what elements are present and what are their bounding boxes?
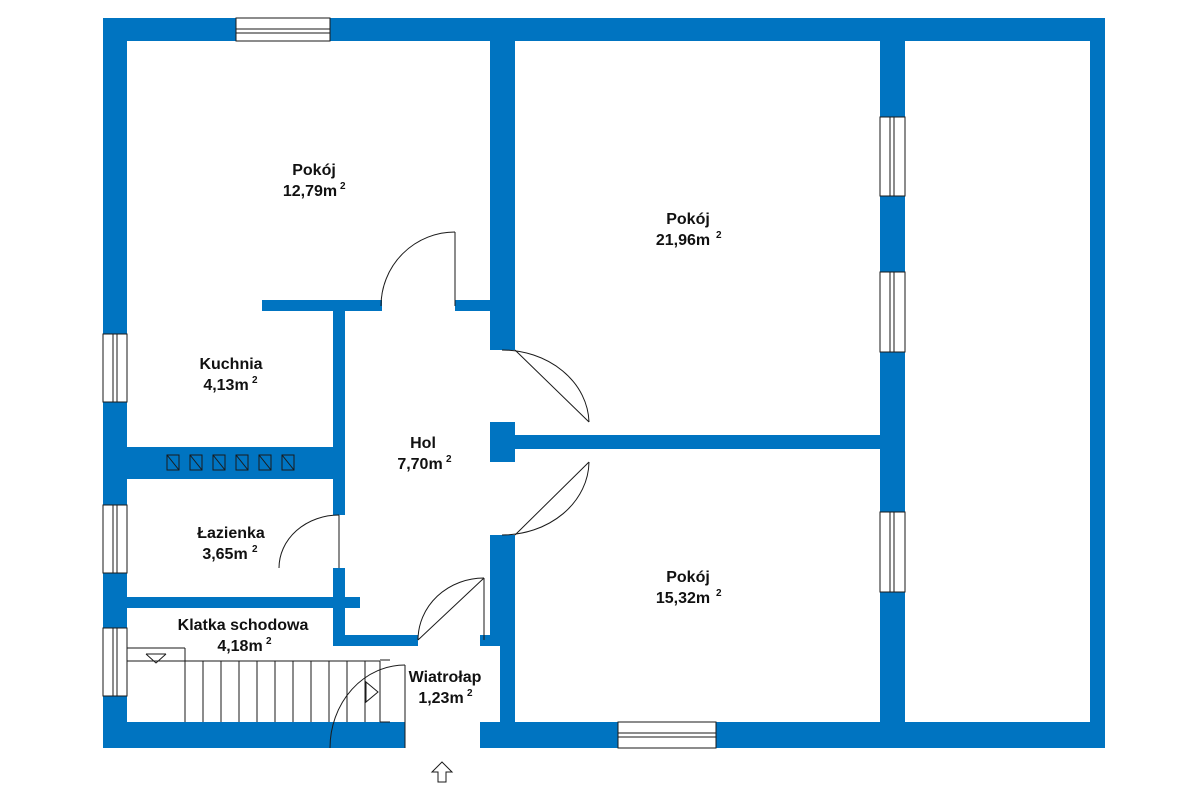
- down-arrow-icon: [145, 653, 167, 664]
- vent-ducts: [166, 454, 295, 471]
- room-label-pokoj-1: Pokój 12,79m 2: [283, 162, 346, 200]
- door-room-2: [501, 349, 590, 423]
- room-label-hol: Hol 7,70m 2: [397, 435, 452, 473]
- window-top: [235, 17, 331, 42]
- window-bottom: [617, 721, 717, 749]
- door-room-1: [380, 231, 456, 307]
- room-label-lazienka: Łazienka 3,65m 2: [197, 525, 265, 563]
- room-area: 21,96m: [656, 232, 710, 249]
- room-labels: Pokój 12,79m 2 Pokój 21,96m 2 Kuchnia 4,…: [178, 162, 722, 707]
- room-area-unit-sup: 2: [467, 688, 473, 699]
- window-right-1: [879, 116, 906, 197]
- window-left-kitchen: [102, 333, 128, 403]
- right-arrow-icon: [365, 680, 379, 704]
- wall-h-kitchen: [262, 300, 382, 311]
- room-name: Wiatrołap: [409, 669, 482, 686]
- wall-top: [103, 18, 1105, 41]
- staircase: [127, 647, 381, 722]
- wall-vent-shaft: [127, 447, 335, 479]
- room-area: 3,65m: [202, 546, 247, 563]
- room-name: Łazienka: [197, 525, 265, 542]
- door-vestibule: [417, 577, 485, 641]
- room-name: Kuchnia: [199, 356, 262, 373]
- wall-v-upper: [490, 41, 515, 350]
- room-label-kuchnia: Kuchnia 4,13m 2: [199, 356, 262, 394]
- wall-v-hol-left: [333, 300, 345, 515]
- room-label-wiatrolap: Wiatrołap 1,23m 2: [409, 669, 482, 707]
- door-bath: [278, 514, 340, 569]
- room-area-unit-sup: 2: [446, 454, 452, 465]
- room-area: 15,32m: [656, 590, 710, 607]
- room-area-unit-sup: 2: [716, 588, 722, 599]
- wall-bottom-left: [103, 722, 405, 748]
- room-area-unit-sup: 2: [266, 636, 272, 647]
- wall-h-hol-bottom-r: [480, 635, 500, 646]
- room-area-unit-sup: 2: [252, 544, 258, 555]
- room-area-unit-sup: 2: [340, 181, 346, 192]
- wall-h-kitchen-right: [455, 300, 490, 311]
- wall-v-lower: [490, 535, 515, 645]
- room-area: 7,70m: [397, 456, 442, 473]
- room-label-pokoj-3: Pokój 15,32m 2: [656, 569, 722, 607]
- window-left-stairs: [102, 627, 128, 697]
- windows: [102, 17, 906, 749]
- window-right-3: [879, 511, 906, 593]
- window-left-bath: [102, 504, 128, 574]
- room-name: Pokój: [292, 162, 336, 179]
- wall-h-right: [515, 435, 880, 449]
- door-entrance: [329, 664, 406, 749]
- up-arrow-icon: [430, 761, 454, 783]
- wall-h-bath: [127, 597, 360, 608]
- room-area: 1,23m: [418, 690, 463, 707]
- wall-right: [1090, 18, 1105, 748]
- wall-bottom-right: [480, 722, 1105, 748]
- room-name: Pokój: [666, 211, 710, 228]
- doors: [278, 231, 590, 749]
- vent-duct-icon: [166, 454, 295, 471]
- room-area: 4,18m: [217, 638, 262, 655]
- window-right-2: [879, 271, 906, 353]
- room-label-klatka: Klatka schodowa 4,18m 2: [178, 617, 309, 655]
- room-name: Klatka schodowa: [178, 617, 309, 634]
- wall-v-mid: [490, 422, 515, 462]
- room-area-unit-sup: 2: [252, 375, 258, 386]
- room-name: Hol: [410, 435, 436, 452]
- wall-h-hol-bottom: [333, 635, 418, 646]
- wall-v-vestibule: [500, 645, 515, 725]
- door-stairs: [380, 659, 390, 723]
- room-name: Pokój: [666, 569, 710, 586]
- room-area: 4,13m: [203, 377, 248, 394]
- room-area-unit-sup: 2: [716, 230, 722, 241]
- door-room-3: [501, 461, 590, 536]
- room-area: 12,79m: [283, 183, 337, 200]
- room-label-pokoj-2: Pokój 21,96m 2: [656, 211, 722, 249]
